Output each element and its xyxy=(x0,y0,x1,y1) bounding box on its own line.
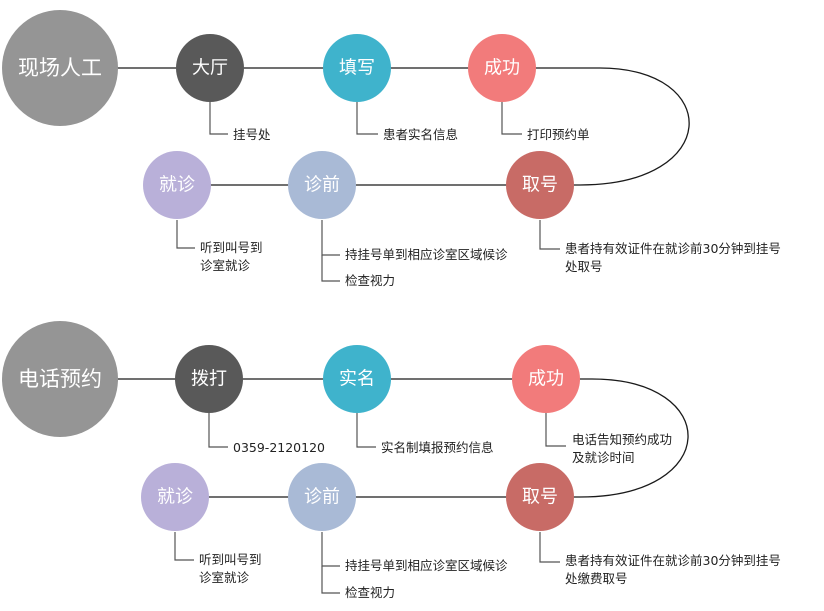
visit-label: 就诊 xyxy=(157,487,193,508)
consult-label: 诊前 xyxy=(304,175,340,196)
flow-phone: 电话预约 拨打 实名 成功 取号 诊前 就诊 0359-2120120 实名制填… xyxy=(2,321,781,600)
consult-circle xyxy=(288,151,356,219)
callout-line xyxy=(539,532,560,563)
visit-circle xyxy=(143,151,211,219)
visit-label: 就诊 xyxy=(159,175,195,196)
hall-note: 挂号处 xyxy=(233,127,271,142)
start-label: 现场人工 xyxy=(18,56,102,80)
node-dial: 拨打 xyxy=(175,345,243,413)
pickup-note-line1: 患者持有效证件在就诊前30分钟到挂号 xyxy=(565,241,781,256)
visit-note-line2: 诊室就诊 xyxy=(199,570,250,585)
hall-circle xyxy=(176,34,244,102)
consult-note-vision: 检查视力 xyxy=(345,585,395,600)
pickup-note-line2: 处取号 xyxy=(565,259,603,274)
realname-note: 实名制填报预约信息 xyxy=(381,440,494,455)
consult-note-wait: 持挂号单到相应诊室区域候诊 xyxy=(345,247,508,262)
callout-line xyxy=(321,566,340,594)
node-realname: 实名 xyxy=(323,345,391,413)
dial-note: 0359-2120120 xyxy=(233,440,325,455)
pickup-label: 取号 xyxy=(522,175,558,196)
connector-loop xyxy=(538,378,689,498)
node-success: 成功 xyxy=(512,345,580,413)
pickup-note-line2: 处缴费取号 xyxy=(565,571,628,586)
success-note: 打印预约单 xyxy=(527,127,590,142)
pickup-label: 取号 xyxy=(522,487,558,508)
callout-line xyxy=(208,413,228,448)
fill-label: 填写 xyxy=(339,58,375,79)
consult-note-wait: 持挂号单到相应诊室区域候诊 xyxy=(345,558,508,573)
node-consult: 诊前 xyxy=(288,151,356,219)
start-circle xyxy=(2,321,118,437)
dial-label: 拨打 xyxy=(191,369,227,390)
node-consult: 诊前 xyxy=(288,463,356,531)
node-visit: 就诊 xyxy=(143,151,211,219)
callout-line xyxy=(539,220,560,250)
dial-circle xyxy=(175,345,243,413)
visit-note-line2: 诊室就诊 xyxy=(200,258,251,273)
consult-circle xyxy=(288,463,356,531)
callout-line xyxy=(501,102,522,135)
pickup-circle xyxy=(506,151,574,219)
success-circle xyxy=(512,345,580,413)
node-pickup: 取号 xyxy=(506,151,574,219)
callout-line xyxy=(176,220,195,249)
node-pickup: 取号 xyxy=(506,463,574,531)
consult-label: 诊前 xyxy=(304,487,340,508)
callout-line xyxy=(174,532,194,561)
start-circle xyxy=(2,10,118,126)
callout-line xyxy=(356,102,378,135)
node-success: 成功 xyxy=(468,34,536,102)
callout-line xyxy=(321,532,340,567)
fill-note: 患者实名信息 xyxy=(383,127,458,142)
consult-note-vision: 检查视力 xyxy=(345,273,395,288)
callout-line xyxy=(209,102,228,135)
pickup-note-line1: 患者持有效证件在就诊前30分钟到挂号 xyxy=(565,553,781,568)
hall-label: 大厅 xyxy=(192,58,228,79)
node-visit: 就诊 xyxy=(141,463,209,531)
start-label: 电话预约 xyxy=(18,367,102,391)
callout-line xyxy=(356,413,376,448)
success-label: 成功 xyxy=(484,58,520,79)
node-start: 电话预约 xyxy=(2,321,118,437)
realname-circle xyxy=(323,345,391,413)
success-note-line2: 及就诊时间 xyxy=(572,450,635,465)
node-start: 现场人工 xyxy=(2,10,118,126)
callout-line xyxy=(545,413,566,447)
callout-line xyxy=(321,255,340,282)
visit-circle xyxy=(141,463,209,531)
node-hall: 大厅 xyxy=(176,34,244,102)
visit-note-line1: 听到叫号到 xyxy=(200,240,263,255)
fill-circle xyxy=(323,34,391,102)
pickup-circle xyxy=(506,463,574,531)
success-note-line1: 电话告知预约成功 xyxy=(572,432,672,447)
realname-label: 实名 xyxy=(339,369,375,390)
success-circle xyxy=(468,34,536,102)
callout-line xyxy=(321,220,340,256)
node-fill: 填写 xyxy=(323,34,391,102)
success-label: 成功 xyxy=(528,369,564,390)
connector-loop xyxy=(502,67,690,186)
flow-onsite: 现场人工 大厅 填写 成功 取号 诊前 就诊 挂号处 患者实名信息 打印预约单 xyxy=(2,10,781,288)
visit-note-line1: 听到叫号到 xyxy=(199,552,262,567)
